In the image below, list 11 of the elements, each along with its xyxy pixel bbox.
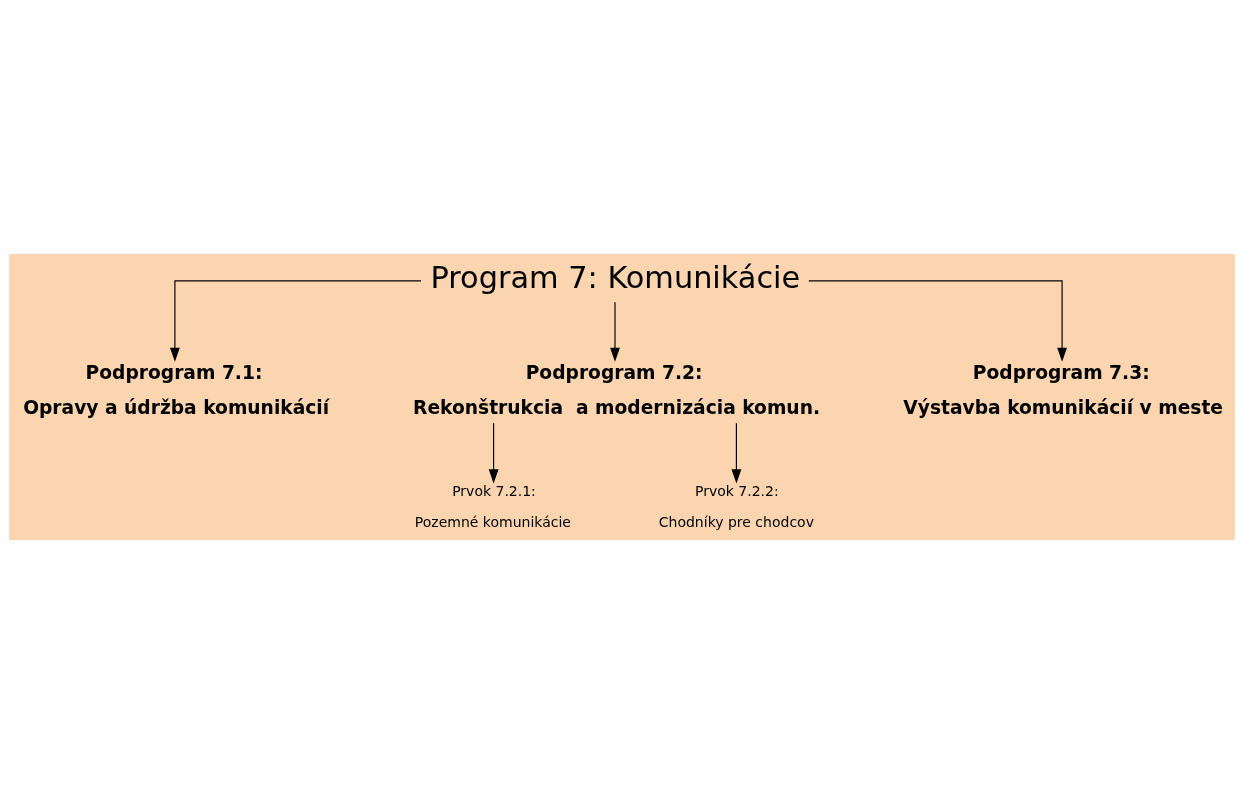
arrow [731, 422, 742, 484]
node-text: Prvok 7.2.2: Chodníky pre chodcov [658, 483, 814, 530]
arrow [170, 280, 422, 362]
node-text: Podprogram 7.1: Opravy a údržba komunikácií [23, 361, 330, 418]
arrow [610, 301, 620, 362]
node-text: Podprogram 7.2: Rekonštrukcia a modernizácia komun. [413, 361, 821, 418]
arrow [808, 280, 1067, 362]
node-text: Podprogram 7.3: Výstavba komunikácií v meste [903, 361, 1224, 418]
node-text: Prvok 7.2.1: Pozemné komunikácie [414, 483, 571, 530]
arrow [488, 422, 499, 484]
node-text: Program 7: Komunikácie [430, 259, 801, 295]
